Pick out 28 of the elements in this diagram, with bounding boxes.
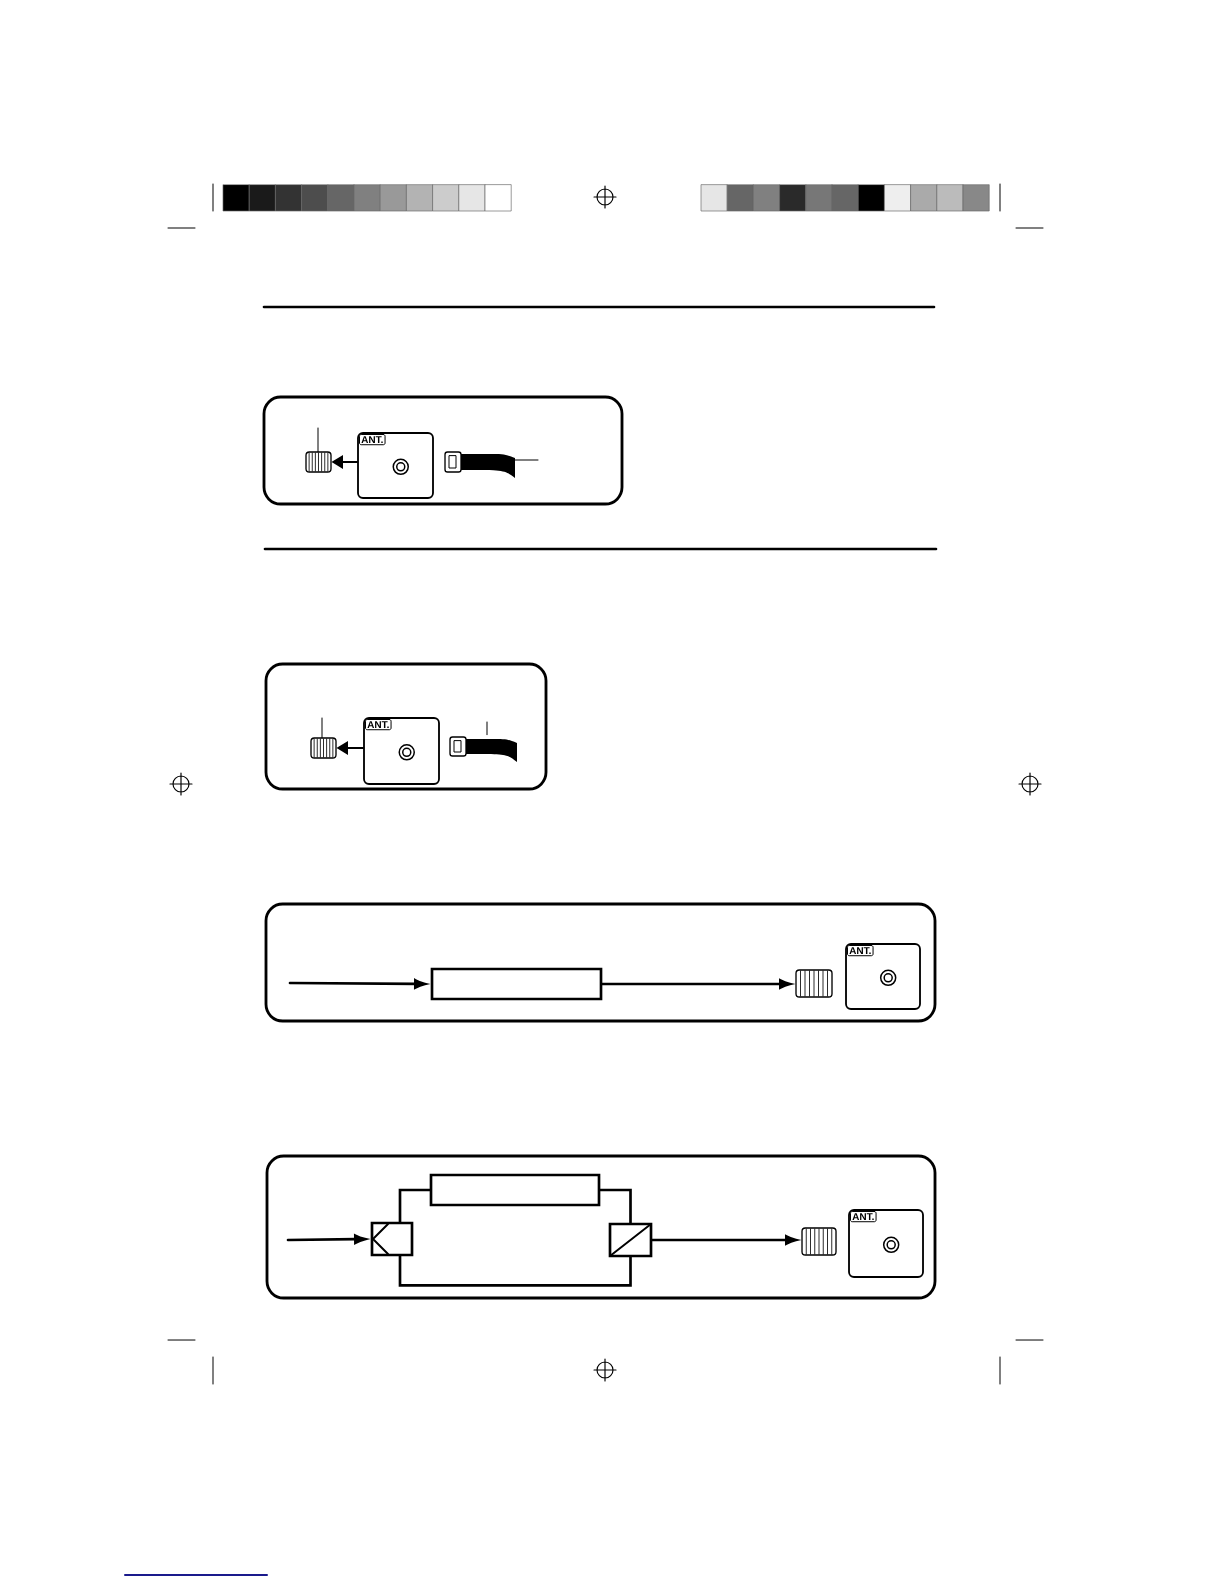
antenna-terminal: ANT. — [845, 943, 921, 1010]
adapter-drawing — [305, 451, 332, 473]
panel-frame — [264, 662, 548, 791]
antenna-terminal: ANT. — [848, 1209, 924, 1278]
arrow — [601, 979, 792, 989]
panel-frame — [262, 395, 624, 506]
adapter-drawing — [801, 1227, 837, 1256]
antenna-terminal: ANT. — [363, 717, 440, 785]
arrow — [398, 1188, 431, 1223]
device-box — [429, 1173, 601, 1207]
arrow — [286, 1234, 367, 1245]
antenna-terminal: ANT. — [357, 432, 434, 499]
leader-line — [317, 427, 319, 453]
splitter-box — [370, 1221, 414, 1257]
combiner-box — [608, 1222, 653, 1258]
panel-frame — [264, 902, 937, 1023]
cable-drawing — [449, 736, 517, 762]
adapter-drawing — [310, 737, 337, 759]
adapter-drawing — [795, 969, 833, 998]
leader-line — [486, 721, 488, 736]
arrow — [599, 1188, 632, 1224]
leader-line — [514, 459, 539, 461]
leader-line — [321, 717, 323, 739]
device-box — [430, 967, 603, 1001]
arrow — [651, 1235, 798, 1245]
arrow — [288, 978, 427, 989]
cable-drawing — [444, 451, 515, 478]
panel-frame — [265, 1154, 937, 1300]
